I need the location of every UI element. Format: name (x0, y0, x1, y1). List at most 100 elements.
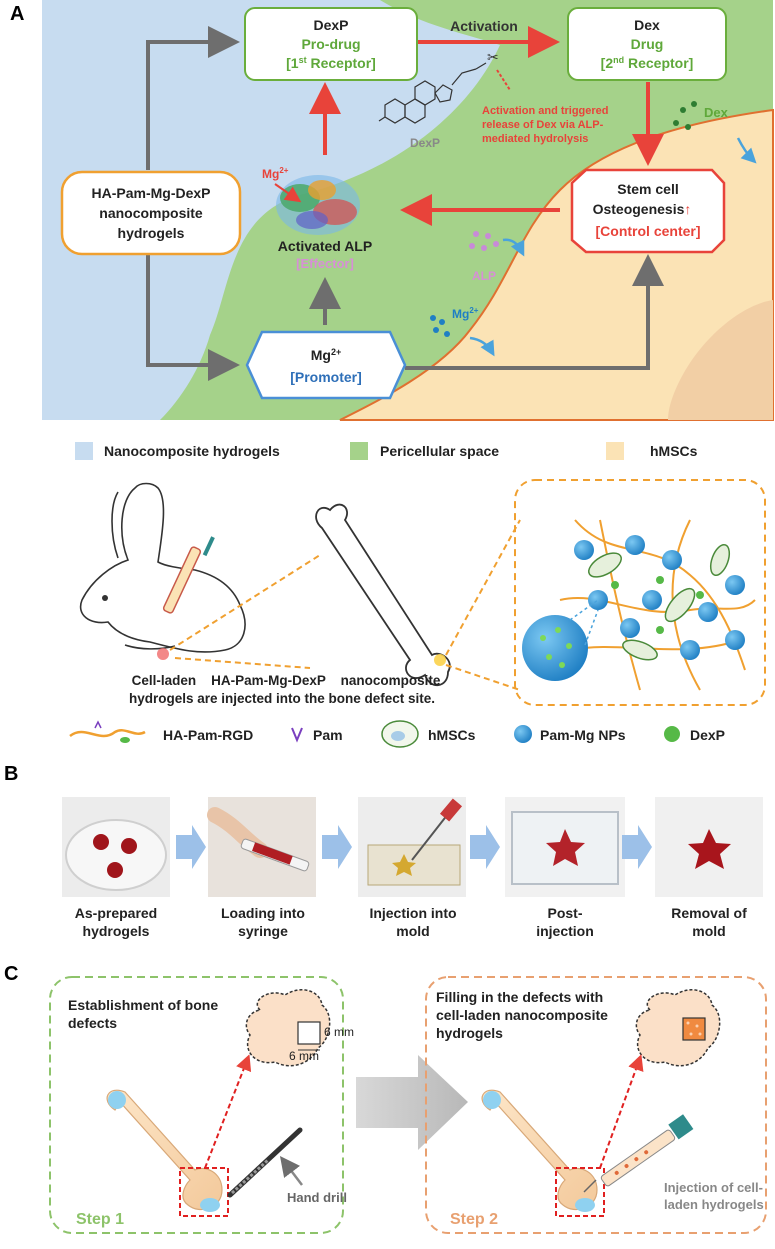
dex-box-receptor: [2nd Receptor] (601, 55, 694, 71)
step1-femur-icon (106, 1089, 223, 1212)
hydrogel-network-illustration (559, 519, 756, 691)
caption-injection-2: mold (396, 923, 429, 939)
panel-label-b: B (4, 763, 18, 785)
rabbit-illustration (79, 482, 246, 653)
photo-removal-mold (655, 797, 763, 897)
alp-flow-arrow (502, 238, 525, 257)
panel-a-red-arrows (309, 26, 664, 226)
dexp-dot-icon (664, 726, 680, 742)
step2-box (425, 976, 767, 1234)
zoom-line-bone-1 (445, 519, 521, 656)
svg-text:HA-Pam-Mg-DexP: HA-Pam-Mg-DexP (91, 185, 210, 201)
panel-b-captions: As-prepared hydrogels Loading into syrin… (75, 905, 747, 939)
step2-label: Step 2 (450, 1211, 498, 1228)
caption-removal-2: mold (692, 923, 725, 939)
hand-drill-icon (227, 1127, 303, 1198)
dex-box: Dex Drug [2nd Receptor] (567, 7, 727, 81)
nanoparticle-icon (514, 725, 532, 743)
step2-note-2: laden hydrogels (664, 1197, 764, 1212)
pam-icon (291, 727, 303, 743)
caption-as-prepared-1: As-prepared (75, 905, 157, 921)
svg-text:hydrogels: hydrogels (118, 225, 185, 241)
dex-particles-label: Dex (704, 105, 729, 120)
step2-note-1: Injection of cell- (664, 1180, 763, 1195)
dim-horizontal-label: 6 mm (289, 1049, 319, 1063)
stem-cell-box: Stem cell Osteogenesis↑ [Control center] (570, 168, 726, 254)
caption-loading-2: syringe (238, 923, 288, 939)
dex-box-sub: Drug (631, 36, 664, 52)
zoom-line-bone-2 (445, 664, 521, 691)
scissors-icon: ✂ (487, 49, 499, 65)
nanoparticle-zoom-icon (522, 615, 588, 681)
legend-b-label-dexp: DexP (690, 727, 725, 743)
dex-box-title: Dex (634, 17, 660, 33)
alp-protein-icon (276, 175, 360, 235)
legend-b-label-hmsc: hMSCs (428, 727, 476, 743)
step1-zoom-arrow (204, 1054, 252, 1169)
step-transition-arrow (356, 1055, 468, 1150)
activation-note: Activation and triggered release of Dex … (482, 105, 609, 145)
photo-as-prepared (62, 797, 170, 897)
step2-title-3: hydrogels (436, 1025, 503, 1041)
legend-a-swatch-hmsc (606, 442, 624, 460)
step2-femur-icon (481, 1089, 598, 1212)
injection-site-icon (157, 648, 169, 660)
step2-defect-highlight (555, 1167, 605, 1217)
panel-label-c: C (4, 963, 18, 985)
caption-post-2: injection (536, 923, 594, 939)
legend-a-swatch-hydrogel (75, 442, 93, 460)
dex-flow-arrow (736, 137, 757, 164)
svg-text:[Promoter]: [Promoter] (290, 369, 362, 385)
step2-syringe-icon (583, 1114, 694, 1193)
step1-condyle-icon (245, 989, 331, 1067)
caption-removal-1: Removal of (671, 905, 747, 921)
step1-title-1: Establishment of bone (68, 997, 218, 1013)
dexp-box: DexP Pro-drug [1st Receptor] (244, 7, 418, 81)
photo-loading-syringe (207, 797, 316, 897)
svg-text:[Control center]: [Control center] (596, 223, 701, 239)
zoom-line-rabbit-2 (174, 657, 311, 669)
legend-a-label-pericellular: Pericellular space (380, 443, 499, 459)
step2-zoom-arrow (599, 1054, 644, 1169)
nanoparticle-zoom-line-2 (584, 609, 599, 646)
dexp-molecule-label: DexP (410, 136, 440, 150)
effector-label: [Effector] (296, 256, 354, 271)
photo-post-injection (505, 797, 625, 897)
mg-flow-arrow (469, 336, 495, 357)
legend-b-label-pam: Pam (313, 727, 343, 743)
bone-icon (315, 503, 451, 687)
svg-text:mediated hydrolysis: mediated hydrolysis (482, 133, 588, 145)
mg-ion-label: Mg2+ (262, 166, 289, 181)
stem-cell-osteogenesis: Osteogenesis↑ (593, 201, 692, 217)
photo-injection-mold (358, 797, 466, 897)
syringe-icon (162, 536, 215, 614)
activated-alp-label: Activated ALP (278, 238, 372, 254)
step2-condyle-icon (635, 989, 721, 1067)
legend-b-label-np: Pam-Mg NPs (540, 727, 626, 743)
illustration-caption-line-2: hydrogels are injected into the bone def… (129, 691, 435, 706)
step1-box (49, 976, 344, 1234)
promoter-title: Mg2+ (311, 347, 341, 363)
dex-particles-icon (673, 101, 697, 130)
svg-text:Stem cell: Stem cell (617, 181, 678, 197)
caption-loading-1: Loading into (221, 905, 305, 921)
activation-label: Activation (450, 18, 518, 34)
step2-title-2: cell-laden nanocomposite (436, 1007, 608, 1023)
step1-label: Step 1 (76, 1211, 124, 1228)
caption-injection-1: Injection into (369, 905, 456, 921)
alp-particles-icon (469, 231, 499, 251)
hydrogel-box: HA-Pam-Mg-DexP nanocomposite hydrogels (60, 170, 242, 256)
legend-b: HA-Pam-RGD Pam hMSCs Pam-Mg NPs DexP (69, 720, 725, 748)
hand-drill-pointer (279, 1156, 303, 1186)
mg-ion-pointer (274, 183, 302, 203)
svg-text:release of Dex via ALP-: release of Dex via ALP- (482, 119, 604, 131)
caption-post-1: Post- (548, 905, 583, 921)
dexp-box-receptor: [1st Receptor] (286, 55, 376, 71)
polymer-chain-icon (69, 729, 146, 738)
hand-drill-label: Hand drill (287, 1190, 347, 1205)
panel-label-a: A (10, 3, 24, 25)
step1-title-2: defects (68, 1015, 117, 1031)
caption-as-prepared-2: hydrogels (83, 923, 150, 939)
legend-b-label-ha: HA-Pam-RGD (163, 727, 253, 743)
